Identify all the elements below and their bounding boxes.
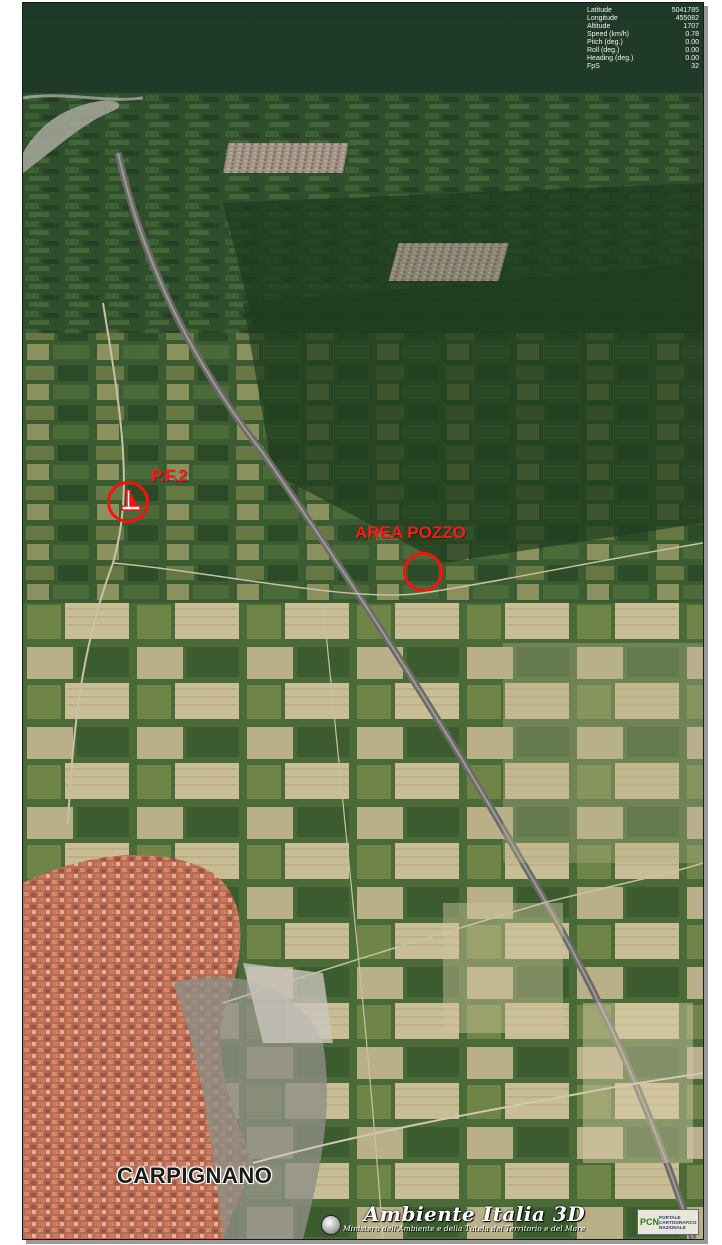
- hud-row-latitude: Latitude 5041785: [587, 7, 699, 15]
- hud-label: Speed (km/h): [587, 31, 630, 38]
- hud-value: 0.00: [685, 47, 699, 54]
- pcn-text: PORTALE: [659, 1214, 681, 1220]
- hud-value: 5041785: [671, 7, 699, 14]
- hud-row-longitude: Longitude 455082: [587, 15, 699, 23]
- hud-row-fps: FpS 32: [587, 63, 699, 71]
- brand-subtitle: Ministero dell'Ambiente e della Tutela d…: [343, 1224, 586, 1233]
- pcn-text: CARTOGRAFICO: [659, 1219, 697, 1225]
- pf2-symbol-icon: [121, 489, 141, 511]
- aerial-terrain: [23, 3, 703, 1239]
- pf2-label: P.F.2: [151, 466, 188, 485]
- hud-label: Roll (deg.): [587, 47, 620, 54]
- hud-label: Latitude: [587, 7, 612, 14]
- hud-value: 0.00: [685, 39, 699, 46]
- hud-value: 0.78: [685, 31, 699, 38]
- hud-value: 1707: [683, 23, 699, 30]
- town-label-carpignano: CARPIGNANO: [117, 1163, 273, 1188]
- hud-row-pitch: Pitch (deg.) 0.00: [587, 39, 699, 47]
- hud-row-speed: Speed (km/h) 0.78: [587, 31, 699, 39]
- pcn-mark: PCN: [640, 1216, 660, 1227]
- compass-icon[interactable]: [321, 1215, 341, 1235]
- telemetry-panel: Latitude 5041785 Longitude 455082 Altitu…: [587, 7, 699, 71]
- hud-label: FpS: [587, 63, 600, 70]
- pcn-logo: PCN PORTALE CARTOGRAFICO NAZIONALE: [637, 1209, 699, 1235]
- branding: Ambiente Italia 3D Ministero dell'Ambien…: [343, 1204, 585, 1233]
- area-pozzo-label: AREA POZZO: [355, 523, 466, 542]
- hud-row-roll: Roll (deg.) 0.00: [587, 47, 699, 55]
- hud-row-heading: Heading (deg.) 0.00: [587, 55, 699, 63]
- brand-title: Ambiente Italia 3D: [363, 1202, 586, 1226]
- hud-label: Heading (deg.): [587, 55, 634, 62]
- hud-label: Altitude: [587, 23, 611, 30]
- map-viewport[interactable]: Latitude 5041785 Longitude 455082 Altitu…: [22, 2, 704, 1240]
- hud-value: 455082: [675, 15, 699, 22]
- area-pozzo-marker[interactable]: [403, 552, 443, 592]
- hud-value: 32: [691, 63, 699, 70]
- pcn-text: NAZIONALE: [659, 1224, 686, 1230]
- pf2-marker[interactable]: [107, 481, 149, 523]
- hud-row-altitude: Altitude 1707: [587, 23, 699, 31]
- hud-label: Pitch (deg.): [587, 39, 623, 46]
- hud-value: 0.00: [685, 55, 699, 62]
- hud-label: Longitude: [587, 15, 618, 22]
